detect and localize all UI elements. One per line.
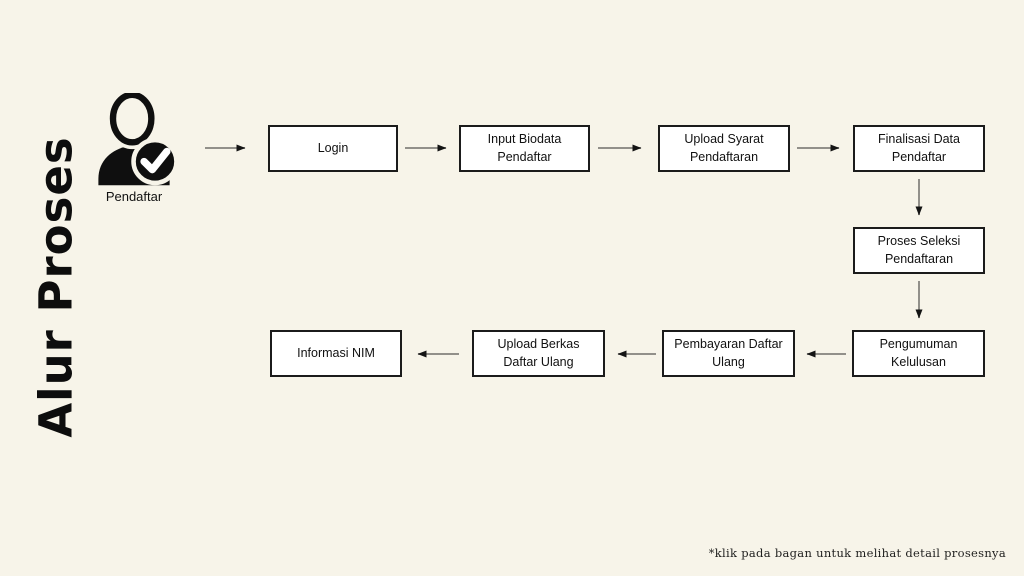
flow-step-proses-seleksi[interactable]: Proses Seleksi Pendaftaran xyxy=(853,227,985,274)
flow-step-upload-syarat[interactable]: Upload Syarat Pendaftaran xyxy=(658,125,790,172)
flow-step-finalisasi-data[interactable]: Finalisasi Data Pendaftar xyxy=(853,125,985,172)
flow-step-label: Finalisasi Data Pendaftar xyxy=(878,132,960,164)
flow-step-input-biodata[interactable]: Input Biodata Pendaftar xyxy=(459,125,590,172)
footnote: *klik pada bagan untuk melihat detail pr… xyxy=(708,546,1006,560)
person-check-icon xyxy=(98,93,176,186)
flow-step-label: Upload Berkas Daftar Ulang xyxy=(497,337,580,369)
flow-step-label: Pengumuman Kelulusan xyxy=(879,337,958,369)
flow-step-label: Pembayaran Daftar Ulang xyxy=(674,337,783,369)
flow-step-login[interactable]: Login xyxy=(268,125,398,172)
flow-step-label: Proses Seleksi Pendaftaran xyxy=(877,234,961,266)
page-title: Alur Proses xyxy=(29,136,83,438)
flow-step-informasi-nim[interactable]: Informasi NIM xyxy=(270,330,402,377)
flow-step-label: Informasi NIM xyxy=(297,345,375,360)
flow-step-label: Login xyxy=(317,140,349,155)
flow-step-pembayaran-daftar-ulang[interactable]: Pembayaran Daftar Ulang xyxy=(662,330,795,377)
flow-step-label: Input Biodata Pendaftar xyxy=(487,132,562,164)
flow-step-pengumuman-kelulusan[interactable]: Pengumuman Kelulusan xyxy=(852,330,985,377)
actor-label: Pendaftar xyxy=(105,189,163,204)
flow-step-label: Upload Syarat Pendaftaran xyxy=(684,132,764,164)
flow-step-upload-berkas[interactable]: Upload Berkas Daftar Ulang xyxy=(472,330,605,377)
